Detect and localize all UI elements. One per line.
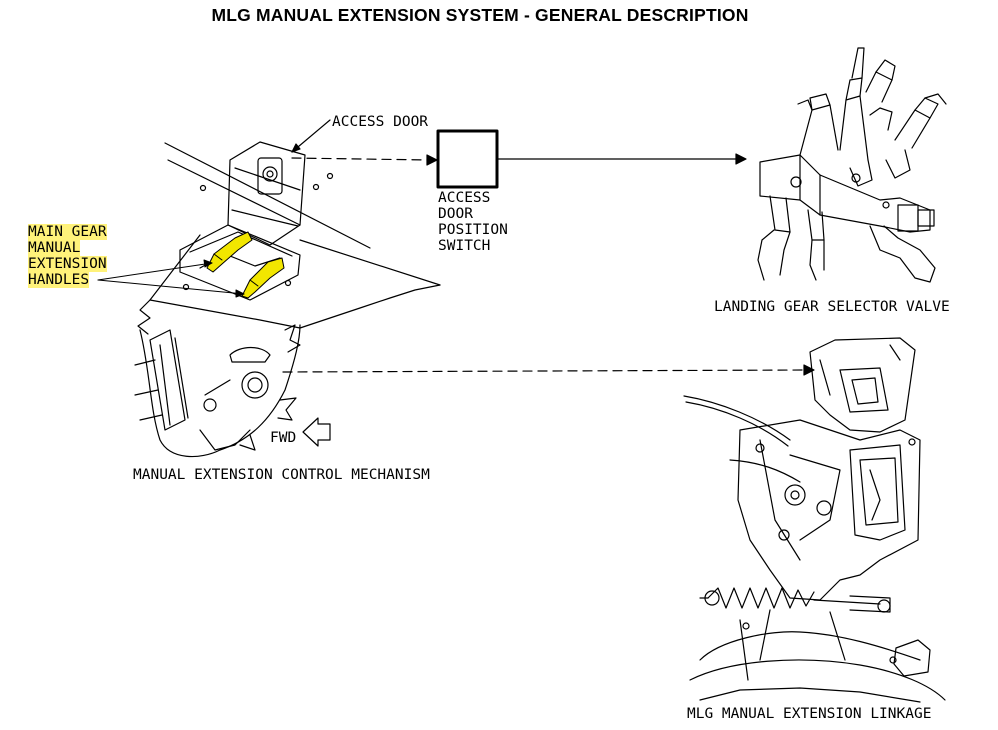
mechanism-to-linkage-link xyxy=(282,364,815,376)
linkage-illustration xyxy=(683,337,946,703)
access-door-position-switch-box xyxy=(436,129,499,189)
switch-label-line-3: POSITION xyxy=(438,222,508,238)
selector-valve-illustration xyxy=(757,47,947,283)
handles-label-line-2: MANUAL xyxy=(28,240,81,256)
handles-leader-lines xyxy=(97,259,245,298)
control-mechanism-illustration xyxy=(134,141,441,458)
selector-valve-caption: LANDING GEAR SELECTOR VALVE xyxy=(714,299,950,315)
switch-label-line-2: DOOR xyxy=(438,206,473,222)
handles-label-line-4: HANDLES xyxy=(28,272,90,288)
fwd-label: FWD xyxy=(270,430,297,446)
access-door-label: ACCESS DOOR xyxy=(332,114,429,130)
control-mechanism-caption: MANUAL EXTENSION CONTROL MECHANISM xyxy=(133,467,430,483)
handle-right xyxy=(241,257,285,299)
access-door-leader xyxy=(291,119,331,153)
switch-label-line-4: SWITCH xyxy=(438,238,491,254)
switch-to-valve-link xyxy=(496,153,747,165)
handle-left xyxy=(206,231,253,273)
linkage-caption: MLG MANUAL EXTENSION LINKAGE xyxy=(687,706,932,722)
extension-handles xyxy=(206,231,285,299)
switch-label-line-1: ACCESS xyxy=(438,190,491,206)
handles-label-line-1: MAIN GEAR xyxy=(28,224,107,240)
handles-label-line-3: EXTENSION xyxy=(28,256,107,272)
door-to-switch-link xyxy=(291,154,438,166)
diagram-title: MLG MANUAL EXTENSION SYSTEM - GENERAL DE… xyxy=(211,5,749,25)
